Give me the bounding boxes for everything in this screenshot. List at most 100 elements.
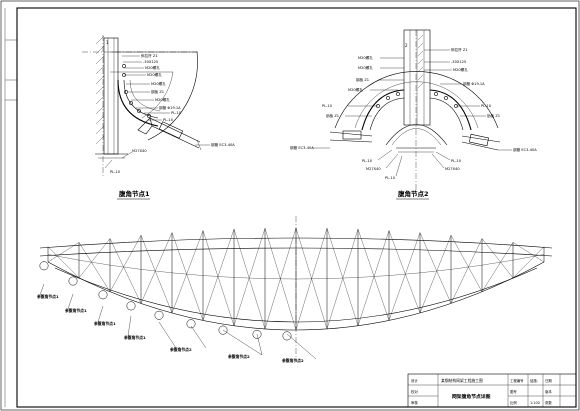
callout-1: 参腹角节点1 [36,294,59,299]
tb-val-1: 结施- [530,378,539,383]
truss-member [512,242,545,263]
truss-member [481,260,514,266]
leaders-1 [104,55,210,169]
truss-member [109,238,142,304]
truss-member [202,275,235,278]
label-r3: -30X125 [451,60,466,64]
truss-member [419,232,452,304]
callout-3: 参腹角节点1 [93,321,116,326]
label-rp4: M27X40 [366,167,381,171]
label-rod-left: 钢管 EC3-40A [290,145,314,150]
truss-member [326,228,359,326]
label-r2: M20螺孔 [358,55,373,60]
label-7: M20螺孔 [155,97,170,102]
label-r7: 钢管 Φ19.1A [463,81,485,86]
callout-7: 参腹角节点2 [281,358,304,363]
detail-node-2: 2 斜拉杆 Z1 M20螺孔 -30X125 [290,29,537,200]
truss-member [202,229,235,321]
truss-member [171,272,204,276]
callout-bubble [282,331,292,341]
label-9: PL-10 [171,111,182,115]
label-r4: M20螺孔 [358,65,373,70]
tb-left-1: 设计 [411,378,418,383]
truss-member [388,230,421,314]
callout-leaders [39,283,317,360]
truss-member [140,232,173,304]
tb-far-2: 版本 [545,389,552,394]
label-rod-right: 钢管 EC3-40A [513,147,537,152]
callout-bubble [39,261,49,271]
title-block: 某钢结构网架工程施工图 网架腹角节点详图 设计 校对 审核 工程编号 图号 比例… [407,373,577,408]
label-3: M20螺孔 [145,65,160,70]
label-r8: M20螺孔 [348,87,363,92]
callout-bubbles [39,261,292,341]
label-rod: 钢管 EC3-40A [211,142,235,147]
label-rp7: M27X40 [445,167,460,171]
label-4: M20螺孔 [147,72,162,77]
truss-member [233,229,266,329]
section-mark-2: 2 [405,43,408,48]
truss-member [202,230,235,326]
truss-member [295,228,328,331]
callout-bubble [68,276,78,286]
label-2: -30X125 [143,60,158,64]
truss-member [233,277,266,279]
label-r1: 斜拉杆 Z1 [451,47,468,52]
truss-member [264,228,297,331]
truss-member [450,265,483,270]
wall-hatch [95,35,105,145]
truss-member [47,246,80,279]
truss-member [512,254,545,261]
truss-elevation [39,216,553,362]
tb-right-1: 工程编号 [510,378,524,383]
truss-member [264,227,297,329]
callout-bubble [186,319,196,329]
truss-member [481,242,514,292]
truss-member [326,229,359,329]
label-bolt: M27X40 [132,149,147,153]
truss-member [78,242,111,292]
label-rp2: PL-10 [481,104,492,108]
tb-far-3: 张数 [545,400,552,405]
truss-member [109,235,142,292]
label-rp5: PL-10 [385,176,396,180]
label-8: 钢管 Φ19.1A [159,105,181,110]
truss-member [109,265,142,270]
label-r5: M20螺孔 [453,67,468,72]
tb-left-2: 校对 [411,389,418,394]
detail-title-2: 腹角节点2 [397,189,429,198]
truss-member [419,235,452,314]
truss-member [512,246,545,279]
truss-member [171,230,204,314]
truss-member [357,275,390,278]
label-5: M20螺孔 [151,81,166,86]
callout-labels: 参腹角节点1 参腹角节点1 参腹角节点1 参腹角节点1 参腹角节点2 参腹角节点… [36,294,304,363]
truss-member [326,277,359,279]
truss-member [295,227,328,329]
tb-left-3: 审核 [411,400,418,405]
callout-6: 参腹角节点2 [227,354,250,359]
tb-right-2: 图号 [510,389,517,394]
callout-bubble [126,301,136,311]
truss-member [78,260,111,266]
truss-member [357,229,390,321]
truss-web [47,227,545,331]
label-r6: 钢板 Z1 [356,77,369,82]
truss-member [47,254,80,261]
tb-val-3: 1:100 [530,401,540,405]
drawing-title: 网架腹角节点详图 [452,393,491,400]
label-10: PL-10 [163,118,174,122]
tb-right-3: 比例 [510,400,517,405]
label-base: PL-10 [110,170,121,174]
project-name: 某钢结构网架工程施工图 [441,378,483,383]
label-6: 钢板 Z1 [151,89,164,94]
callout-bubble [98,290,108,300]
truss-member [388,272,421,276]
truss-member [140,269,173,273]
tb-far-1: 日期 [545,378,552,383]
truss-member [388,232,421,321]
detail-node-1: 1 斜拉杆 Z1 -30X125 M20螺孔 M20螺孔 M20螺孔 钢板 Z1… [82,35,235,200]
callout-bubble [154,310,164,320]
